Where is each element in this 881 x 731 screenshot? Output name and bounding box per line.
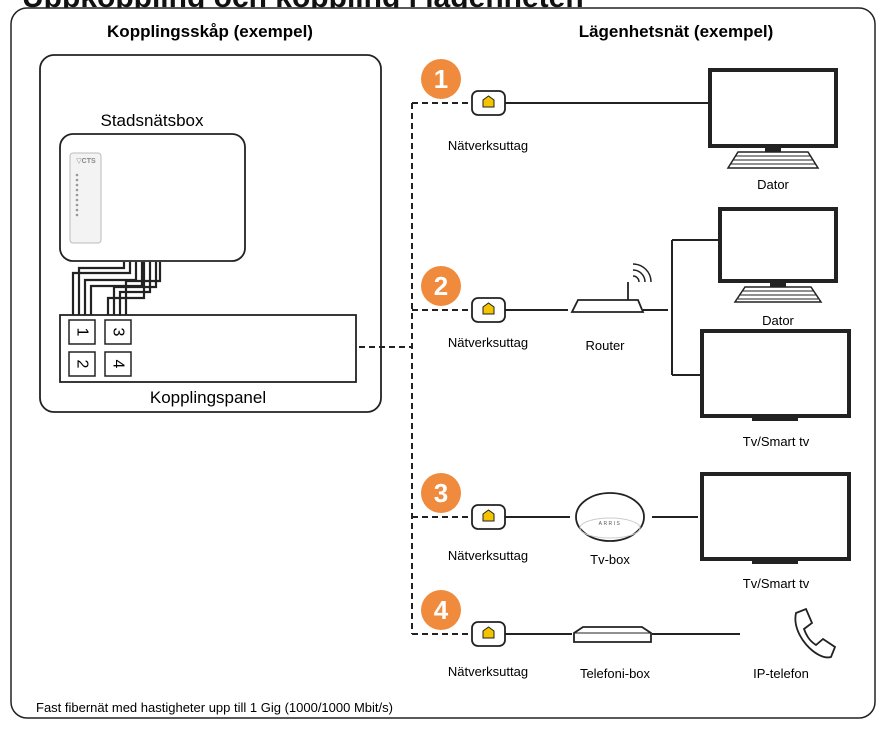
router-icon bbox=[570, 263, 652, 313]
footer-note: Fast fibernät med hastigheter upp till 1… bbox=[36, 700, 393, 715]
tv-box-brand: ARRIS bbox=[599, 521, 622, 527]
badge-1: 1 bbox=[421, 59, 461, 99]
port-4-label: 4 bbox=[110, 360, 127, 369]
router-label: Router bbox=[585, 338, 625, 353]
tv-1-icon bbox=[700, 329, 851, 421]
computer-2-label: Dator bbox=[762, 313, 794, 328]
outlet-1-label: Nätverksuttag bbox=[448, 138, 528, 153]
patch-panel-label: Kopplingspanel bbox=[150, 388, 266, 407]
tv-box-icon bbox=[575, 492, 645, 542]
tv-1-label: Tv/Smart tv bbox=[743, 434, 810, 449]
badge-4: 4 bbox=[421, 590, 461, 630]
badge-2: 2 bbox=[421, 266, 461, 306]
ip-phone-label: IP-telefon bbox=[753, 666, 809, 681]
patch-cables bbox=[71, 262, 162, 316]
computer-1-label: Dator bbox=[757, 177, 789, 192]
badge-1-number: 1 bbox=[434, 64, 448, 94]
port-2-label: 2 bbox=[74, 360, 91, 369]
badge-3: 3 bbox=[421, 473, 461, 513]
connection-lines bbox=[505, 102, 740, 635]
outlet-1 bbox=[471, 90, 506, 116]
tv-box-label: Tv-box bbox=[590, 552, 630, 567]
computer-2-icon bbox=[718, 207, 838, 303]
outlet-2-label: Nätverksuttag bbox=[448, 335, 528, 350]
telephony-box-icon bbox=[573, 626, 652, 643]
port-3-label: 3 bbox=[110, 328, 127, 337]
tv-2-icon bbox=[700, 472, 851, 564]
header-left: Kopplingsskåp (exempel) bbox=[107, 22, 313, 41]
badge-3-number: 3 bbox=[434, 478, 448, 508]
outlet-2 bbox=[471, 297, 506, 323]
badge-4-number: 4 bbox=[434, 595, 449, 625]
led-indicators bbox=[75, 173, 79, 217]
city-network-box-label: Stadsnätsbox bbox=[100, 111, 204, 130]
city-network-box bbox=[59, 133, 246, 262]
outlet-4-label: Nätverksuttag bbox=[448, 664, 528, 679]
cts-logo: ▽CTS bbox=[76, 158, 96, 165]
outlet-3-label: Nätverksuttag bbox=[448, 548, 528, 563]
computer-1-icon bbox=[708, 68, 838, 169]
header-right: Lägenhetsnät (exempel) bbox=[579, 22, 774, 41]
outlet-4 bbox=[471, 621, 506, 647]
cabinet: Stadsnätsbox ▽CTS 1 2 bbox=[39, 54, 382, 413]
outlet-3 bbox=[471, 504, 506, 530]
badge-2-number: 2 bbox=[434, 271, 448, 301]
fiber-unit bbox=[69, 152, 102, 244]
ip-phone-icon bbox=[794, 607, 837, 659]
port-1-label: 1 bbox=[74, 328, 91, 337]
panel-ports bbox=[68, 319, 132, 377]
tv-2-label: Tv/Smart tv bbox=[743, 576, 810, 591]
dashed-trunk bbox=[359, 102, 470, 635]
telephony-box-label: Telefoni-box bbox=[580, 666, 651, 681]
